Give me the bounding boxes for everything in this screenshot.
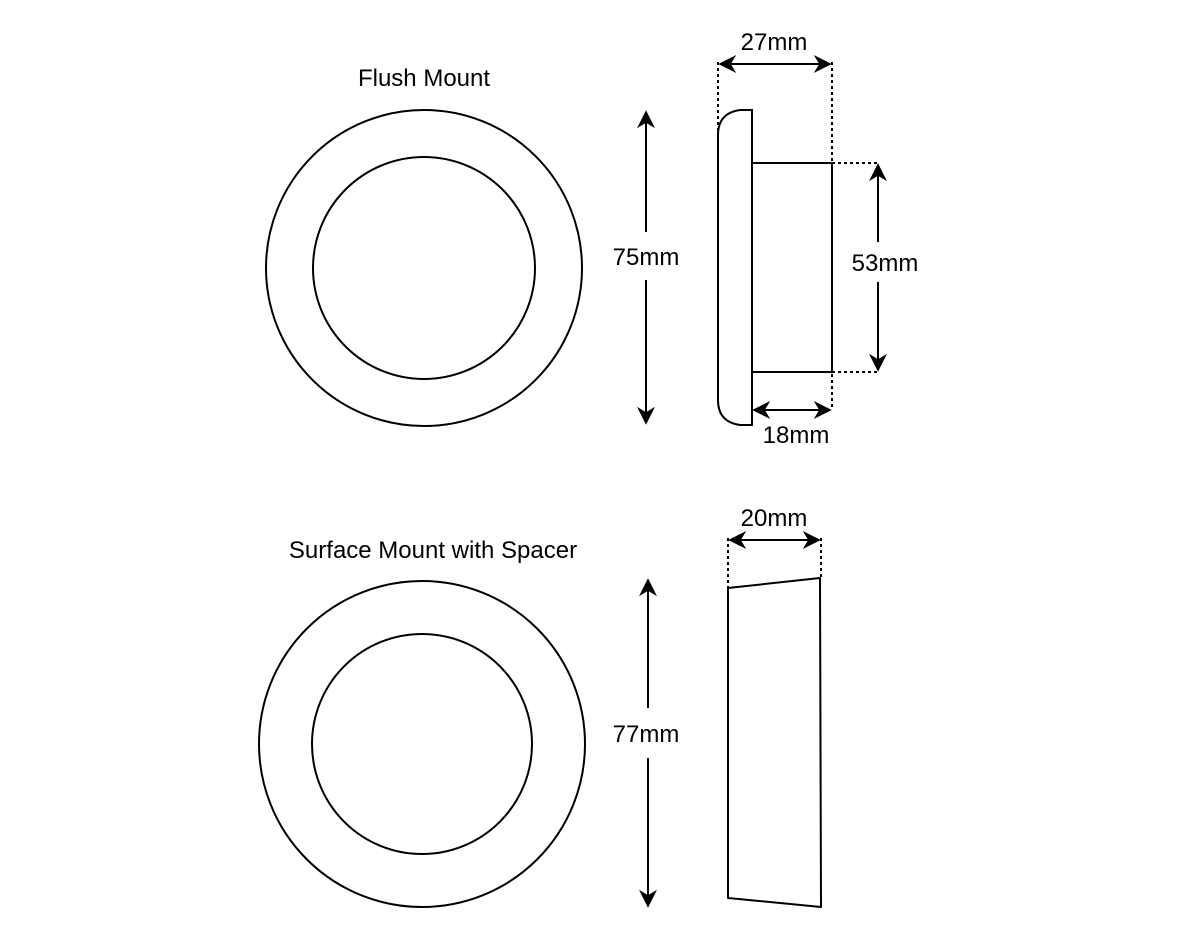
- flush-body-height-label: 53mm: [852, 250, 919, 277]
- flush-body-profile: [751, 162, 833, 373]
- flush-inner-ring: [312, 156, 536, 380]
- flush-bezel-profile: [717, 109, 753, 426]
- surface-depth-label: 20mm: [741, 505, 808, 532]
- surface-inner-ring: [311, 633, 533, 855]
- flush-diameter-label: 75mm: [613, 244, 680, 271]
- flush-mount-title: Flush Mount: [358, 65, 490, 92]
- flush-body-depth-label: 18mm: [763, 422, 830, 449]
- flush-depth-label: 27mm: [741, 29, 808, 56]
- surface-mount-title: Surface Mount with Spacer: [289, 537, 577, 564]
- surface-spacer-profile: [727, 577, 822, 908]
- surface-outer-ring: [258, 580, 586, 908]
- surface-diameter-label: 77mm: [613, 721, 680, 748]
- flush-outer-ring: [265, 109, 583, 427]
